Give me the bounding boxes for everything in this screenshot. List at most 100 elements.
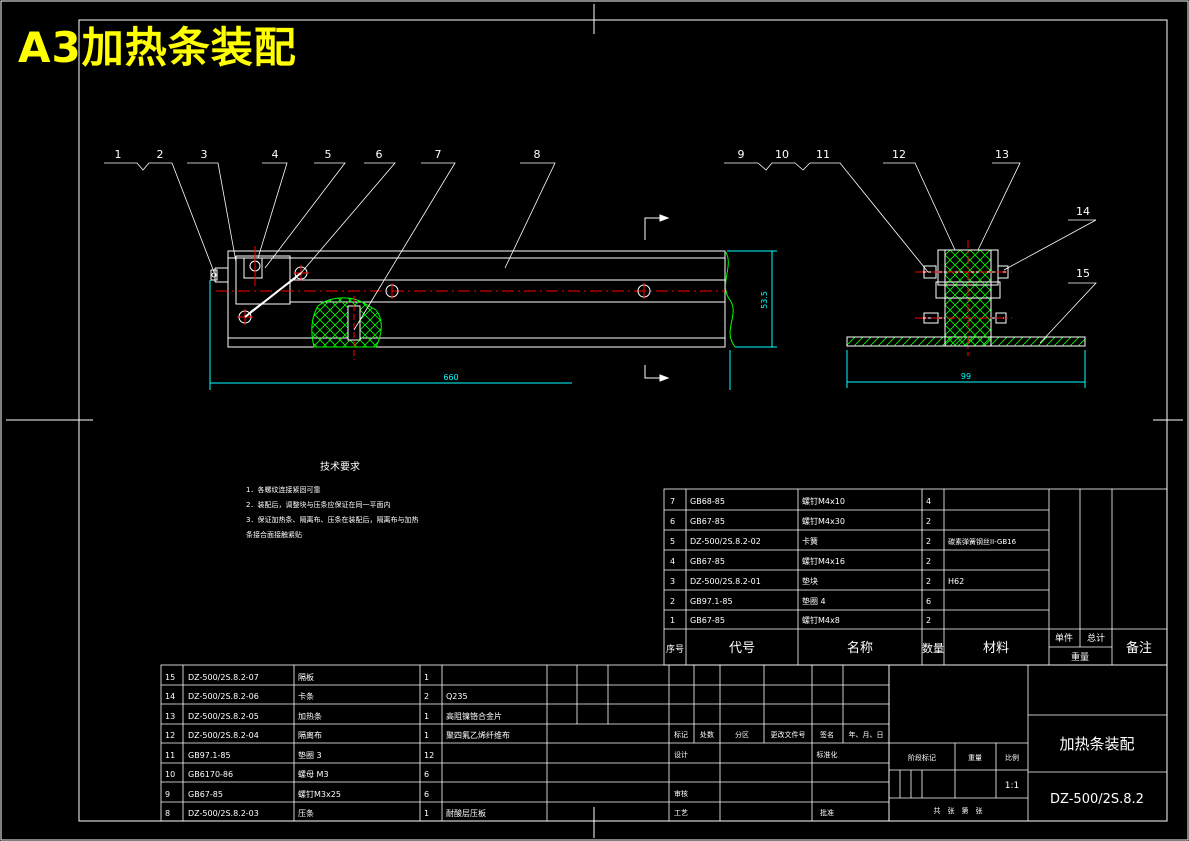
balloon-2: 2 <box>157 148 164 161</box>
balloon-6: 6 <box>376 148 383 161</box>
bom-cell: 12 <box>165 731 175 740</box>
balloon-12: 12 <box>892 148 906 161</box>
balloon-3: 3 <box>201 148 208 161</box>
bom-header-qty: 数量 <box>922 642 944 655</box>
bom-cell: 6 <box>670 517 675 526</box>
bom-cell: 10 <box>165 770 175 779</box>
bom-cell: GB67-85 <box>188 790 223 799</box>
bom-cell: DZ-500/2S.8.2-03 <box>188 809 259 818</box>
tech-title: 技术要求 <box>320 460 360 473</box>
bom-cell: 螺母 M3 <box>298 769 329 779</box>
dim-width: 99 <box>961 372 971 381</box>
sign-row: 标记 处数 分区 更改文件号 签名 年、月、日 设计 标准化 审核 工艺 批准 <box>674 730 884 817</box>
bom-cell: GB97.1-85 <box>690 597 733 606</box>
balloon-13: 13 <box>995 148 1009 161</box>
title-block-grid <box>888 664 1168 822</box>
bom-cell: 加热条 <box>298 711 322 721</box>
bom-cell: 隔板 <box>298 672 314 682</box>
bom-cell: 9 <box>165 790 170 799</box>
tech-requirements: 技术要求 1．各螺纹连接紧固可靠 2．装配后，调整块与压条应保证在同一平面内 3… <box>246 460 418 539</box>
scale-value: 1:1 <box>1005 781 1019 791</box>
bom-cell: 15 <box>165 673 175 682</box>
tech-line: 条接合面接触紧贴 <box>246 530 302 539</box>
dim-length: 660 <box>443 373 458 382</box>
bom-header-code: 代号 <box>729 641 755 656</box>
bom-header-weight: 重量 <box>1071 651 1089 663</box>
bom-cell: 垫圈 3 <box>298 750 322 760</box>
bom-lower-grid <box>160 664 890 822</box>
bom-cell: 1 <box>670 616 675 625</box>
bom-cell: GB67-85 <box>690 616 725 625</box>
balloon-5: 5 <box>325 148 332 161</box>
bom-cell: 2 <box>926 517 931 526</box>
bom-cell: 碳素弹簧钢丝II-GB16 <box>948 537 1017 546</box>
bom-header-unit: 单件 <box>1055 632 1073 644</box>
leader-lines <box>104 162 1097 344</box>
bom-header-material: 材料 <box>983 641 1009 656</box>
bom-cell: GB67-85 <box>690 557 725 566</box>
bom-cell: 1 <box>424 809 429 818</box>
bom-cell: 隔离布 <box>298 730 322 740</box>
bom-cell: 压条 <box>298 808 314 818</box>
bom-cell: H62 <box>948 577 964 586</box>
sign-label: 签名 <box>820 730 834 739</box>
balloon-1: 1 <box>115 148 122 161</box>
balloon-4: 4 <box>272 148 279 161</box>
balloon-15: 15 <box>1076 267 1090 280</box>
bom-cell: 卡簧 <box>802 536 818 546</box>
bom-cell: GB67-85 <box>690 517 725 526</box>
bom-header-total: 总计 <box>1087 632 1105 644</box>
bom-cell: 1 <box>424 731 429 740</box>
stage-mark-label: 阶段标记 <box>908 753 936 762</box>
balloon-numbers: 1 2 3 4 5 6 7 8 9 10 11 12 13 14 15 <box>115 148 1091 280</box>
bom-cell: 2 <box>926 577 931 586</box>
bom-cell: DZ-500/2S.8.2-01 <box>690 577 761 586</box>
bom-cell: 高阻镍铬合金片 <box>446 711 502 721</box>
bom-cell: 耐酸层压板 <box>446 808 486 818</box>
bom-cell: 2 <box>926 616 931 625</box>
bom-cell: 卡条 <box>298 691 314 701</box>
bom-header-no: 序号 <box>666 643 684 655</box>
balloon-8: 8 <box>534 148 541 161</box>
bom-cell: 4 <box>926 497 931 506</box>
bom-cell: 2 <box>424 692 429 701</box>
bom-cell: DZ-500/2S.8.2-02 <box>690 537 761 546</box>
sign-label: 处数 <box>700 730 714 739</box>
bom-cell: 4 <box>670 557 675 566</box>
bom-cell: GB6170-86 <box>188 770 233 779</box>
bom-cell: 垫块 <box>802 576 818 586</box>
sign-label: 年、月、日 <box>849 730 884 739</box>
tech-line: 1．各螺纹连接紧固可靠 <box>246 485 320 494</box>
bom-cell: 螺钉M3x25 <box>298 789 341 799</box>
balloon-10: 10 <box>775 148 789 161</box>
sign-label: 分区 <box>735 730 749 739</box>
bom-cell: 7 <box>670 497 675 506</box>
bom-cell: 14 <box>165 692 175 701</box>
scale-label: 比例 <box>1005 753 1019 762</box>
bom-cell: 螺钉M4x8 <box>802 615 840 625</box>
bom-cell: DZ-500/2S.8.2-07 <box>188 673 259 682</box>
bom-cell: 螺钉M4x16 <box>802 556 845 566</box>
part-name: 加热条装配 <box>1059 735 1134 753</box>
balloon-14: 14 <box>1076 205 1090 218</box>
drawing-title: A3加热条装配 <box>18 23 297 72</box>
balloon-9: 9 <box>738 148 745 161</box>
title-block-text: 阶段标记 重量 比例 1:1 共 张 第 张 加热条装配 DZ-500/2S.8… <box>908 735 1144 815</box>
drawing-number: DZ-500/2S.8.2 <box>1050 792 1144 807</box>
bom-cell: 聚四氟乙烯纤维布 <box>446 730 510 740</box>
process-label: 工艺 <box>674 809 688 817</box>
bom-cell: 垫圈 4 <box>802 596 826 606</box>
bom-cell: 3 <box>670 577 675 586</box>
front-view: 660 53.5 <box>209 214 777 390</box>
bom-lower-rows: 15 DZ-500/2S.8.2-07 隔板 1 14 DZ-500/2S.8.… <box>165 672 510 818</box>
bom-cell: 2 <box>926 557 931 566</box>
bom-header: 序号 代号 名称 数量 材料 单件 总计 重量 备注 <box>666 632 1152 663</box>
design-label: 设计 <box>674 750 688 759</box>
bom-cell: GB97.1-85 <box>188 751 231 760</box>
bom-cell: 12 <box>424 751 434 760</box>
sign-label: 标记 <box>674 730 688 739</box>
bom-upper-grid <box>663 488 1168 666</box>
bom-cell: GB68-85 <box>690 497 725 506</box>
